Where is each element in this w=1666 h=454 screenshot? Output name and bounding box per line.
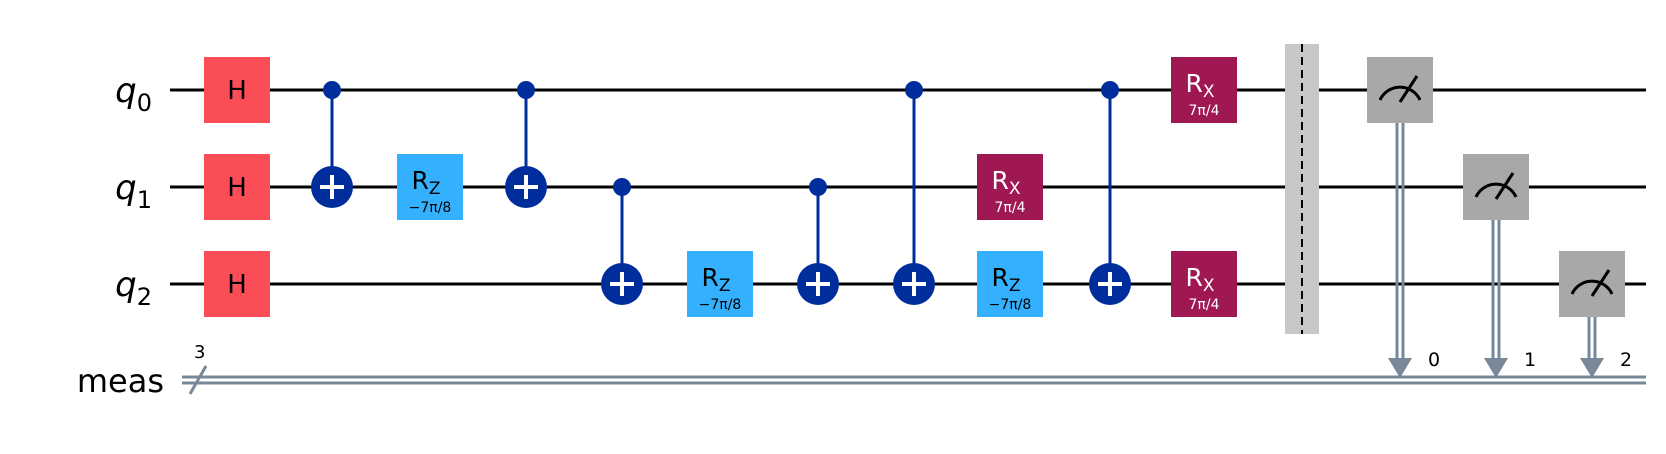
gate-subscript: Z xyxy=(1009,276,1021,296)
meter-needle-icon xyxy=(1590,269,1611,297)
cnot-control-dot xyxy=(809,178,827,196)
measure-arrowhead xyxy=(1484,358,1508,378)
qubit-letter: q xyxy=(115,168,137,208)
qubit-letter: q xyxy=(115,265,137,305)
gate-parameter: 7π/4 xyxy=(995,200,1026,216)
gate-parameter: 7π/4 xyxy=(1189,297,1220,313)
qubit-label: q2 xyxy=(115,265,152,311)
cnot-control-dot xyxy=(517,81,535,99)
clbit-index-label: 2 xyxy=(1620,349,1632,371)
h-gate xyxy=(204,154,270,220)
measure-arrowhead xyxy=(1580,358,1604,378)
gate-letter: R xyxy=(701,263,718,292)
gate-parameter: −7π/8 xyxy=(989,297,1032,313)
classical-register-label: meas xyxy=(77,362,164,400)
h-gate xyxy=(204,251,270,317)
qubit-label: q1 xyxy=(115,168,152,214)
gate-subscript: X xyxy=(1009,179,1021,199)
clbit-index-label: 1 xyxy=(1524,349,1536,371)
gate-letter: R xyxy=(991,263,1008,292)
gate-subscript: Z xyxy=(719,276,731,296)
gate-subscript: X xyxy=(1203,82,1215,102)
rx-gate-label: RX xyxy=(991,166,1020,199)
gate-letter: R xyxy=(411,166,428,195)
qubit-letter: q xyxy=(115,71,137,111)
rx-gate xyxy=(1171,57,1237,123)
gate-subscript: Z xyxy=(429,179,441,199)
clbit-index-label: 0 xyxy=(1428,349,1440,371)
cnot-control-dot xyxy=(323,81,341,99)
rx-gate xyxy=(1171,251,1237,317)
wires-layer xyxy=(170,88,1646,395)
gate-parameter: −7π/8 xyxy=(409,200,452,216)
measure-gate xyxy=(1463,154,1529,220)
rx-gate-label: RX xyxy=(1185,69,1214,102)
rz-gate xyxy=(397,154,463,220)
h-gate xyxy=(204,57,270,123)
qubit-label: q0 xyxy=(115,71,152,117)
qubit-index: 1 xyxy=(137,186,152,214)
rz-gate xyxy=(687,251,753,317)
meter-arc-icon xyxy=(1570,279,1614,295)
h-gate-label: H xyxy=(227,270,247,300)
meter-needle-icon xyxy=(1398,75,1419,103)
cnot-control-dot xyxy=(1101,81,1119,99)
gate-letter: R xyxy=(1185,263,1202,292)
meter-arc-icon xyxy=(1474,182,1518,198)
bus-slash xyxy=(188,365,208,395)
measure-gate xyxy=(1367,57,1433,123)
gate-parameter: −7π/8 xyxy=(699,297,742,313)
gate-parameter: 7π/4 xyxy=(1189,103,1220,119)
rz-gate-label: RZ xyxy=(411,166,440,199)
rz-gate xyxy=(977,251,1043,317)
h-gate-label: H xyxy=(227,173,247,203)
cnot-control-dot xyxy=(613,178,631,196)
rz-gate-label: RZ xyxy=(991,263,1020,296)
h-gate-label: H xyxy=(227,76,247,106)
meter-needle-icon xyxy=(1494,172,1515,200)
rx-gate-label: RX xyxy=(1185,263,1214,296)
gate-letter: R xyxy=(991,166,1008,195)
qubit-index: 2 xyxy=(137,283,152,311)
measure-arrowhead xyxy=(1388,358,1412,378)
measure-gate xyxy=(1559,251,1625,317)
rx-gate xyxy=(977,154,1043,220)
bus-size-label: 3 xyxy=(194,342,205,363)
gate-subscript: X xyxy=(1203,276,1215,296)
qubit-index: 0 xyxy=(137,89,152,117)
gate-letter: R xyxy=(1185,69,1202,98)
meter-arc-icon xyxy=(1378,85,1422,101)
gates-layer: HHHRZ−7π/8RZ−7π/8RX7π/4RZ−7π/8RX7π/4RX7π… xyxy=(204,44,1625,378)
cnot-control-dot xyxy=(905,81,923,99)
rz-gate-label: RZ xyxy=(701,263,730,296)
